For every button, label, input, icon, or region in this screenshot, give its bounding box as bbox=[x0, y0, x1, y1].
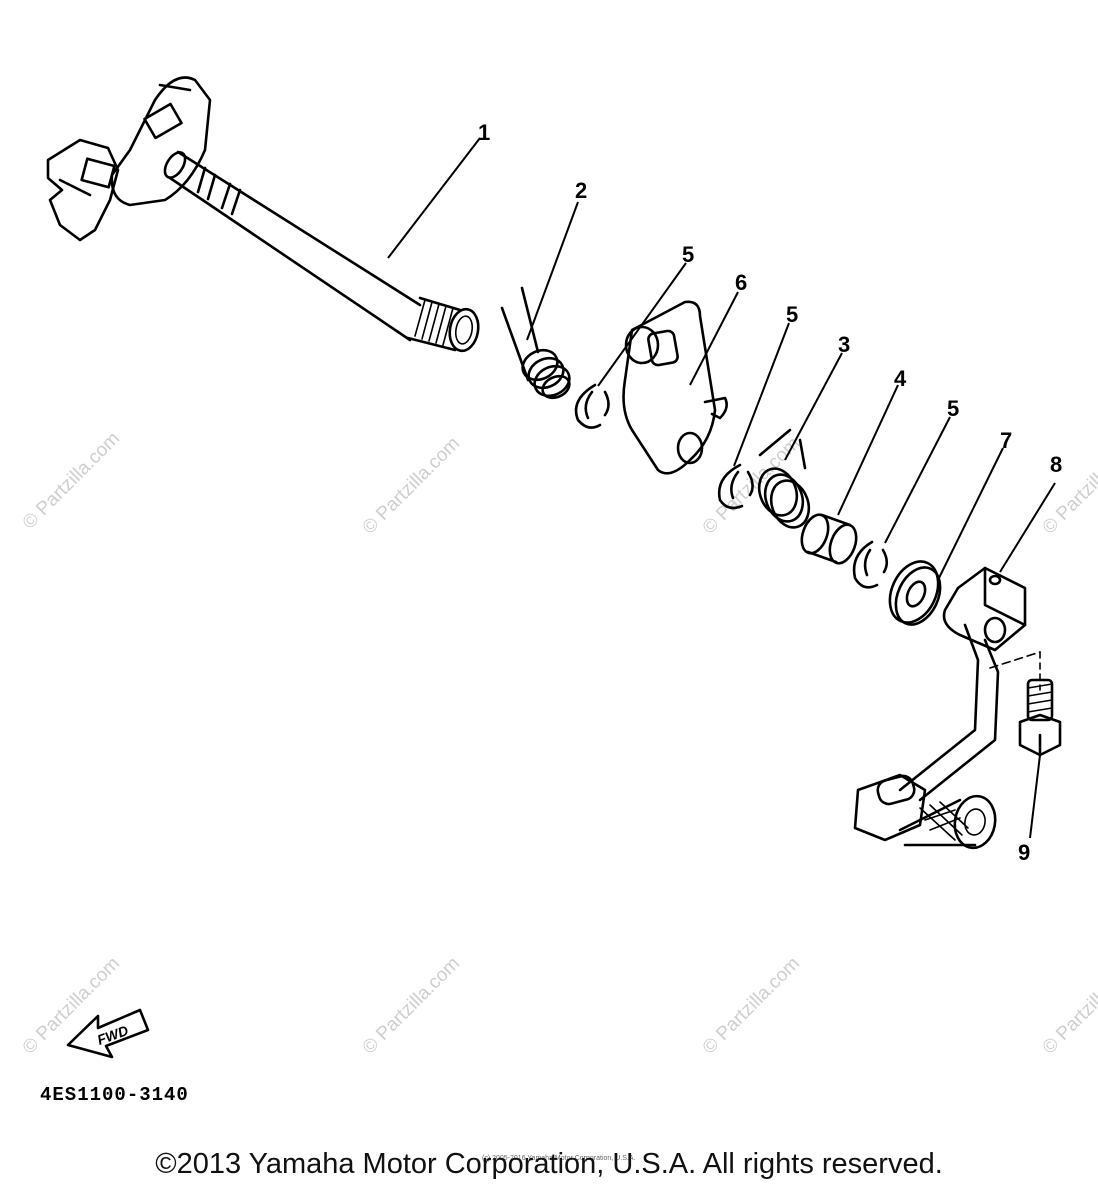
callout-6: 6 bbox=[735, 270, 747, 295]
watermarks: © Partzilla.com © Partzilla.com © Partzi… bbox=[19, 428, 1098, 1058]
callout-7: 7 bbox=[1000, 428, 1012, 453]
copyright-notice: ©2013 Yamaha Motor Corporation, U.S.A. A… bbox=[155, 1148, 943, 1180]
watermark: © Partzilla.com bbox=[699, 953, 804, 1058]
part-2-torsion-spring bbox=[500, 286, 571, 400]
callout-5: 5 bbox=[786, 302, 798, 327]
callout-4: 4 bbox=[894, 366, 907, 391]
part-5c-circlip bbox=[852, 540, 889, 589]
fwd-arrow-icon: FWD bbox=[66, 1008, 150, 1059]
callout-5: 5 bbox=[947, 396, 959, 421]
callout-5: 5 bbox=[682, 242, 694, 267]
watermark: © Partzilla.com bbox=[359, 433, 464, 538]
callout-3: 3 bbox=[838, 332, 850, 357]
callouts: 1 2 5 6 5 3 4 5 7 8 9 bbox=[478, 120, 1062, 865]
callout-1: 1 bbox=[478, 120, 490, 145]
part-6-plate bbox=[622, 300, 728, 475]
callout-8: 8 bbox=[1050, 452, 1062, 477]
part-5a-circlip bbox=[574, 383, 610, 429]
part-5b-circlip bbox=[717, 463, 754, 510]
callout-2: 2 bbox=[575, 178, 587, 203]
part-9-bolt bbox=[989, 651, 1062, 757]
part-3-return-spring bbox=[757, 428, 811, 529]
part-7-washer bbox=[888, 560, 942, 626]
part-8-shift-pedal bbox=[853, 566, 1027, 850]
watermark: © Partzilla.com bbox=[1039, 433, 1098, 538]
callout-9: 9 bbox=[1018, 840, 1030, 865]
leader-lines bbox=[387, 137, 1056, 839]
part-1-shift-shaft bbox=[46, 76, 480, 353]
watermark: © Partzilla.com bbox=[1039, 953, 1098, 1058]
watermark: © Partzilla.com bbox=[19, 428, 124, 533]
small-copyright: (c) 2005-2016 Yamaha Motor Corporation, … bbox=[482, 1155, 635, 1162]
diagram-code: 4ES1100-3140 bbox=[40, 1084, 189, 1106]
watermark: © Partzilla.com bbox=[359, 953, 464, 1058]
part-4-collar bbox=[800, 513, 858, 565]
